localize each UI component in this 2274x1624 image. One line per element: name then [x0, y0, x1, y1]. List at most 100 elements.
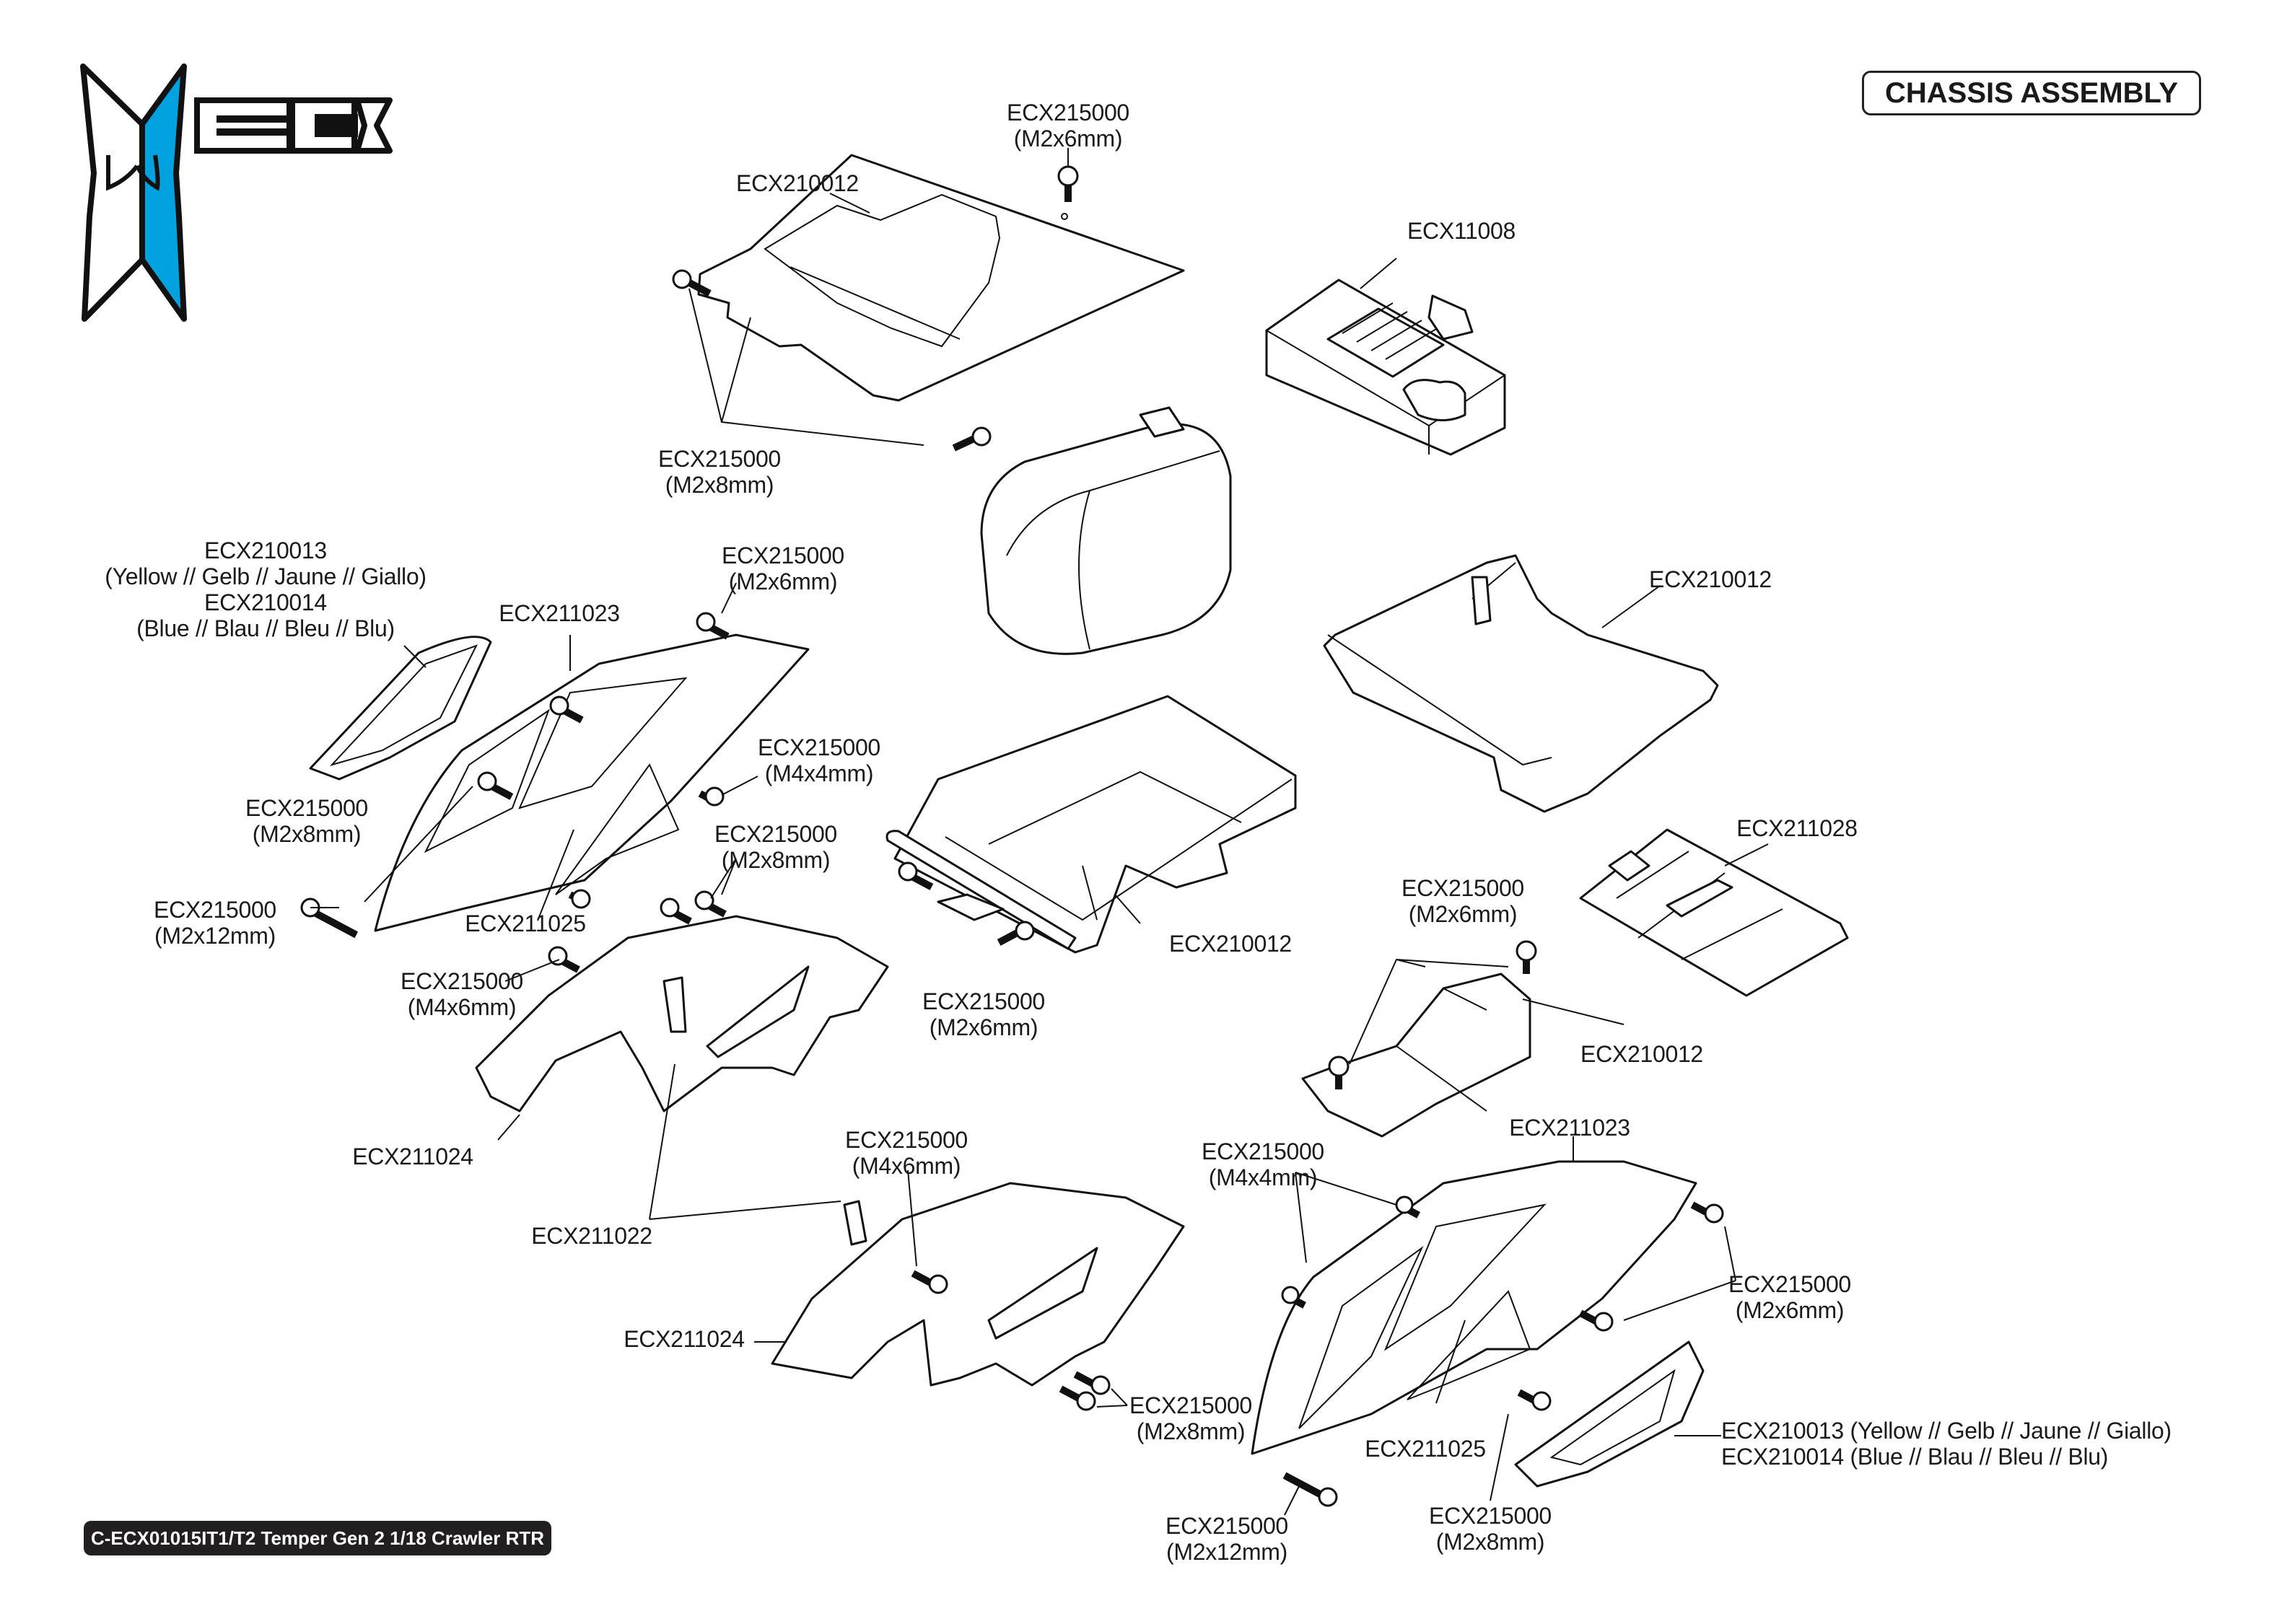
- part-callout-c26: ECX211024: [624, 1326, 745, 1352]
- part-number: ECX211025: [465, 910, 586, 936]
- part-number: ECX215000: [1202, 1138, 1324, 1164]
- part-callout-c15: ECX211028: [1736, 815, 1858, 841]
- part-callout-c25: ECX215000(M2x6mm): [1728, 1271, 1851, 1323]
- part-detail: (M2x8mm): [721, 847, 831, 873]
- screw-icon: [660, 897, 692, 925]
- screw-icon: [1281, 1286, 1307, 1309]
- part-side-plate-lower-middle: [771, 1182, 1185, 1387]
- part-number: ECX215000: [845, 1127, 968, 1153]
- part-top-plate: [697, 154, 1185, 402]
- section-title: CHASSIS ASSEMBLY: [1884, 76, 2178, 109]
- part-number: ECX211023: [1509, 1115, 1630, 1141]
- part-callout-c02: ECX210012: [736, 170, 859, 196]
- part-callout-c23: ECX215000(M4x4mm): [1202, 1138, 1324, 1190]
- part-callout-c01: ECX215000(M2x6mm): [1007, 100, 1129, 152]
- part-number: ECX210012: [1169, 931, 1292, 957]
- ecx-logo: [80, 63, 393, 322]
- screw-icon: [898, 861, 934, 890]
- screw-icon: [1517, 1389, 1552, 1411]
- screw-icon: [1059, 1385, 1096, 1411]
- leader-lines: [310, 148, 1769, 1516]
- screw-icon: [568, 889, 591, 909]
- part-detail: (M4x6mm): [407, 994, 517, 1020]
- part-callout-c21: ECX211023: [1509, 1115, 1630, 1141]
- logo-wordmark-icon: [194, 97, 393, 154]
- part-front-skid: [1301, 973, 1531, 1138]
- part-callout-c28: ECX211025: [1365, 1436, 1486, 1462]
- part-detail: (M2x6mm): [1735, 1297, 1845, 1323]
- part-detail: (M2x8mm): [252, 821, 362, 847]
- part-callout-c03: ECX11008: [1407, 218, 1516, 244]
- part-esc: [1265, 278, 1506, 456]
- part-number: ECX11008: [1407, 218, 1516, 244]
- part-brace-right: [1514, 1340, 1705, 1488]
- part-detail: (M4x4mm): [1208, 1164, 1318, 1190]
- part-callout-c11: ECX215000(M2x8mm): [245, 795, 368, 847]
- part-number: ECX215000: [658, 446, 781, 472]
- part-callout-c17: ECX215000(M2x6mm): [1401, 875, 1524, 927]
- part-rear-skid: [1579, 828, 1849, 997]
- part-callout-c10: ECX215000(M2x8mm): [714, 821, 837, 873]
- part-detail: (M2x6mm): [728, 569, 838, 594]
- part-number: ECX215000: [922, 988, 1045, 1014]
- screw-icon: [696, 612, 730, 640]
- part-detail: (M2x8mm): [1136, 1418, 1246, 1444]
- part-detail: (M4x4mm): [764, 760, 874, 786]
- part-side-plate-lower-left: [475, 915, 889, 1112]
- part-callout-c20: ECX211024: [352, 1144, 473, 1169]
- part-number: ECX215000: [1007, 100, 1129, 126]
- part-number: ECX215000: [154, 897, 276, 923]
- part-detail: (M2x8mm): [665, 472, 774, 498]
- part-number: ECX210012: [1580, 1041, 1703, 1067]
- part-number: ECX215000: [401, 968, 523, 994]
- screw-icon: [911, 1270, 948, 1294]
- part-callout-c27: ECX215000(M2x8mm): [1129, 1392, 1252, 1444]
- part-detail: ECX210014: [204, 589, 327, 615]
- model-footer-badge: C-ECX01015IT1/T2 Temper Gen 2 1/18 Crawl…: [84, 1521, 551, 1555]
- part-number: ECX215000: [1166, 1513, 1288, 1539]
- screw-icon: [694, 890, 727, 918]
- screw-icon: [1516, 940, 1537, 974]
- part-detail: (M2x6mm): [1013, 126, 1123, 152]
- part-number: ECX211024: [352, 1144, 473, 1169]
- part-number: ECX211025: [1365, 1436, 1486, 1462]
- part-callout-c18: ECX215000(M2x6mm): [922, 988, 1045, 1040]
- screw-icon: [672, 269, 712, 297]
- part-brace-upper-left: [309, 636, 492, 781]
- screw-icon: [1073, 1371, 1111, 1395]
- part-callout-c24: ECX211022: [531, 1223, 652, 1249]
- part-callout-c22: ECX215000(M4x6mm): [845, 1127, 968, 1179]
- part-number: ECX210013: [204, 537, 327, 563]
- part-skid-plate: [1323, 554, 1719, 813]
- part-callout-c30: ECX215000(M2x12mm): [1166, 1513, 1288, 1565]
- part-detail: (Yellow // Gelb // Jaune // Giallo): [105, 563, 427, 589]
- part-detail: (M4x6mm): [852, 1153, 961, 1179]
- part-number: ECX210012: [736, 170, 859, 196]
- part-number: ECX211023: [499, 600, 620, 626]
- part-number: ECX211024: [624, 1326, 745, 1352]
- part-detail: (Blue // Blau // Bleu // Blu): [136, 615, 395, 641]
- part-callout-c29: ECX210013 (Yellow // Gelb // Jaune // Gi…: [1721, 1418, 2172, 1470]
- part-detail: (M2x6mm): [929, 1014, 1038, 1040]
- part-detail: (M2x12mm): [1166, 1539, 1287, 1565]
- part-number: ECX215000: [1129, 1392, 1252, 1418]
- screws: [300, 165, 1724, 1507]
- part-number: ECX210013 (Yellow // Gelb // Jaune // Gi…: [1721, 1418, 2172, 1444]
- screw-icon: [952, 426, 992, 452]
- part-callout-c14: ECX215000(M4x6mm): [401, 968, 523, 1020]
- part-detail: ECX210014 (Blue // Blau // Bleu // Blu): [1721, 1444, 2109, 1470]
- part-callout-c07: ECX211023: [499, 600, 620, 626]
- part-battery-tray: [885, 695, 1297, 954]
- part-number: ECX210012: [1649, 566, 1772, 592]
- screw-icon: [1328, 1055, 1350, 1089]
- screw-icon: [1282, 1472, 1338, 1507]
- part-number: ECX215000: [722, 543, 844, 569]
- section-title-box: CHASSIS ASSEMBLY: [1862, 71, 2201, 115]
- screw-icon: [1578, 1309, 1614, 1332]
- part-number: ECX215000: [758, 734, 880, 760]
- screw-icon: [698, 786, 725, 807]
- part-callout-c04: ECX215000(M2x8mm): [658, 446, 781, 498]
- part-callout-c12: ECX215000(M2x12mm): [154, 897, 276, 949]
